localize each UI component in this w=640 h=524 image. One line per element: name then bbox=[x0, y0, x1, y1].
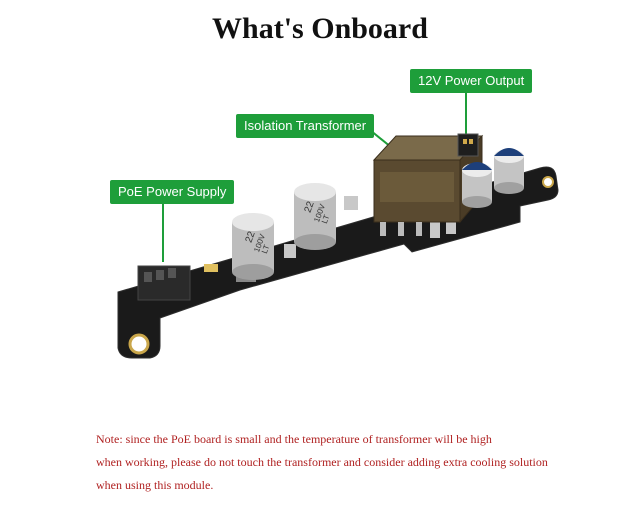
smd-component bbox=[430, 222, 440, 238]
smd-component bbox=[344, 196, 358, 210]
smd-component bbox=[284, 244, 296, 258]
svg-text:22: 22 bbox=[303, 200, 317, 215]
svg-text:LT: LT bbox=[260, 243, 271, 254]
note-line: when working, please do not touch the tr… bbox=[96, 455, 548, 469]
capacitor-small-right bbox=[494, 148, 524, 194]
output-header bbox=[457, 133, 479, 157]
callout-isolation-transformer: Isolation Transformer bbox=[236, 114, 375, 138]
mounting-hole bbox=[128, 333, 150, 355]
capacitor-large-right: 22 100V LT bbox=[294, 183, 336, 250]
page-title: What's Onboard bbox=[212, 12, 428, 45]
svg-text:22: 22 bbox=[244, 230, 258, 245]
callout-poe-power-supply: PoE Power Supply bbox=[110, 180, 235, 204]
note-line: when using this module. bbox=[96, 478, 214, 492]
smd-component bbox=[446, 218, 456, 234]
note-block: Note: since the PoE board is small and t… bbox=[96, 428, 616, 497]
mounting-hole-small bbox=[542, 176, 554, 188]
note-line: Note: since the PoE board is small and t… bbox=[96, 432, 492, 446]
callout-12v-power-output: 12V Power Output bbox=[410, 69, 533, 93]
svg-text:LT: LT bbox=[320, 213, 331, 224]
capacitor-small-left bbox=[462, 162, 492, 208]
smd-component bbox=[204, 264, 218, 272]
capacitor-large-left: 22 100V LT bbox=[232, 213, 274, 280]
